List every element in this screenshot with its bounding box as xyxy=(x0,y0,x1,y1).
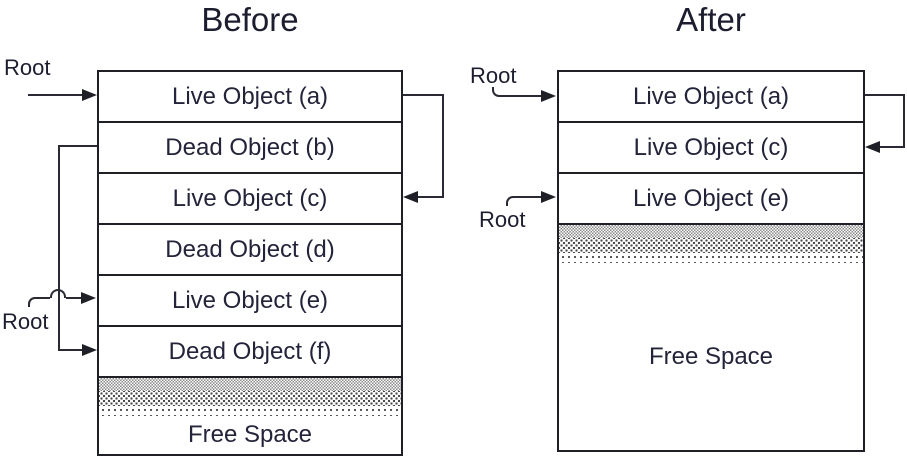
after-free-space-fade-strip xyxy=(559,225,863,263)
after-root-e-arrow-line xyxy=(506,196,542,206)
fade-band-dense xyxy=(559,225,863,238)
before-memory-box: Live Object (a) Dead Object (b) Live Obj… xyxy=(97,70,403,456)
free-space-label: Free Space xyxy=(187,421,313,448)
before-root-label-top: Root xyxy=(4,55,51,80)
after-root-a-arrow-line xyxy=(492,87,542,97)
before-root-a-arrow-line xyxy=(28,94,82,96)
block-label: Live Object (c) xyxy=(633,133,789,161)
before-block-live-c: Live Object (c) xyxy=(99,174,401,225)
block-label: Dead Object (d) xyxy=(165,235,335,263)
before-root-e-arrow-line xyxy=(66,297,81,299)
after-a-to-c-vertical-segment xyxy=(903,94,905,148)
before-a-to-c-arrowhead-icon xyxy=(403,191,418,203)
block-label: Dead Object (b) xyxy=(165,133,335,161)
before-root-e-arrowhead-icon xyxy=(81,292,96,304)
before-block-dead-b: Dead Object (b) xyxy=(99,123,401,174)
free-space-label: Free Space xyxy=(648,342,774,370)
before-title: Before xyxy=(201,1,299,38)
block-label: Live Object (c) xyxy=(172,184,328,212)
fade-band-sparse xyxy=(99,406,401,416)
before-block-live-e: Live Object (e) xyxy=(99,276,401,327)
fade-band-medium xyxy=(559,238,863,253)
before-free-space: Free Space xyxy=(99,416,401,454)
before-root-e-arrow-hook xyxy=(28,297,50,307)
before-b-to-f-bottom-segment xyxy=(58,349,82,351)
before-b-to-f-arrowhead-icon xyxy=(82,344,97,356)
after-memory-box: Live Object (a) Live Object (c) Live Obj… xyxy=(557,70,865,452)
before-block-dead-f: Dead Object (f) xyxy=(99,327,401,378)
block-label: Dead Object (f) xyxy=(168,337,332,365)
after-a-to-c-top-segment xyxy=(865,94,905,96)
after-root-label-bottom: Root xyxy=(479,207,526,232)
fade-band-medium xyxy=(99,391,401,406)
after-a-to-c-bottom-segment xyxy=(880,146,905,148)
before-a-to-c-bottom-segment xyxy=(418,196,444,198)
after-block-live-c: Live Object (c) xyxy=(559,123,863,174)
block-label: Live Object (a) xyxy=(632,82,790,110)
after-free-space: Free Space xyxy=(559,263,863,450)
before-b-to-f-top-segment xyxy=(58,145,97,147)
block-label: Live Object (a) xyxy=(171,82,329,110)
before-root-e-arrow-line-hop xyxy=(50,289,66,298)
fade-band-dense xyxy=(99,378,401,391)
before-block-live-a: Live Object (a) xyxy=(99,72,401,123)
block-label: Live Object (e) xyxy=(171,286,329,314)
after-a-to-c-arrowhead-icon xyxy=(865,141,880,153)
after-block-live-e: Live Object (e) xyxy=(559,174,863,225)
before-block-dead-d: Dead Object (d) xyxy=(99,225,401,276)
after-root-e-arrowhead-icon xyxy=(541,191,556,203)
block-label: Live Object (e) xyxy=(632,184,790,212)
after-block-live-a: Live Object (a) xyxy=(559,72,863,123)
before-b-to-f-vertical-segment xyxy=(58,145,60,351)
before-a-to-c-top-segment xyxy=(403,94,444,96)
after-root-label-top: Root xyxy=(470,63,517,88)
after-title: After xyxy=(676,1,746,38)
before-root-label-bottom: Root xyxy=(2,309,49,334)
after-root-a-arrowhead-icon xyxy=(541,90,556,102)
fade-band-sparse xyxy=(559,253,863,263)
before-free-space-fade-strip xyxy=(99,378,401,416)
before-a-to-c-vertical-segment xyxy=(442,94,444,198)
before-root-a-arrowhead-icon xyxy=(82,89,97,101)
